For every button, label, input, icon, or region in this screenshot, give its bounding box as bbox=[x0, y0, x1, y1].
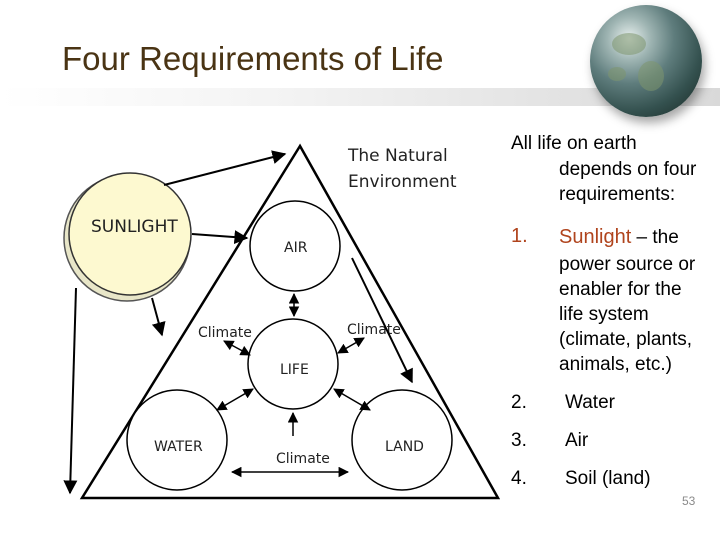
earth-globe-icon bbox=[590, 5, 702, 117]
land-label: LAND bbox=[385, 439, 424, 455]
intro-line-2: depends on four bbox=[559, 159, 697, 180]
arrow-life-water bbox=[216, 388, 254, 411]
item-1-line-4: life system bbox=[559, 304, 649, 325]
item-2-text: Water bbox=[565, 392, 615, 413]
slide-title: Four Requirements of Life bbox=[62, 40, 444, 77]
diagram-title-line2: Environment bbox=[348, 172, 457, 192]
arrow-air-to-land bbox=[351, 257, 413, 384]
arrow-sun-to-apex bbox=[163, 150, 287, 186]
item-3-number: 3. bbox=[511, 430, 527, 451]
arrow-life-land bbox=[333, 388, 371, 411]
item-1-line-6: animals, etc.) bbox=[559, 354, 672, 375]
climate-label-right: Climate bbox=[347, 322, 401, 338]
page-number: 53 bbox=[682, 494, 696, 508]
item-3-text: Air bbox=[565, 430, 589, 451]
water-circle bbox=[126, 389, 228, 491]
water-label: WATER bbox=[154, 439, 203, 455]
climate-label-bottom: Climate bbox=[276, 451, 330, 467]
intro-line-3: requirements: bbox=[559, 184, 676, 205]
item-2-number: 2. bbox=[511, 392, 527, 413]
diagram-title-line1: The Natural bbox=[347, 146, 448, 166]
arrow-climate-left-life bbox=[223, 340, 251, 356]
arrow-sun-to-water-edge bbox=[151, 297, 166, 337]
life-circle bbox=[247, 318, 339, 410]
arrow-sun-to-air bbox=[191, 230, 249, 245]
item-4-number: 4. bbox=[511, 468, 527, 489]
sunlight-label: SUNLIGHT bbox=[91, 217, 178, 237]
land-circle bbox=[351, 389, 453, 491]
item-1-line-3: enabler for the bbox=[559, 279, 682, 300]
item-1-line-5: (climate, plants, bbox=[559, 329, 693, 350]
header-band bbox=[0, 88, 720, 106]
arrow-climate-right-life bbox=[337, 337, 365, 354]
air-circle bbox=[249, 200, 341, 292]
arrow-sun-to-lower-left bbox=[63, 287, 78, 495]
item-1-first-line: Sunlight – the bbox=[559, 225, 679, 250]
item-1-number: 1. bbox=[511, 225, 528, 247]
air-label: AIR bbox=[284, 240, 308, 256]
intro-line-1: All life on earth bbox=[511, 133, 637, 154]
life-label: LIFE bbox=[280, 362, 309, 378]
item-1-rest: – the bbox=[631, 227, 679, 248]
item-1-line-2: power source or bbox=[559, 254, 696, 275]
item-1-heading: Sunlight bbox=[559, 226, 632, 248]
item-4-text: Soil (land) bbox=[565, 468, 651, 489]
natural-environment-diagram: SUNLIGHT AIR LIFE WATER LAND The Natural… bbox=[63, 143, 500, 500]
climate-label-left: Climate bbox=[198, 325, 252, 341]
